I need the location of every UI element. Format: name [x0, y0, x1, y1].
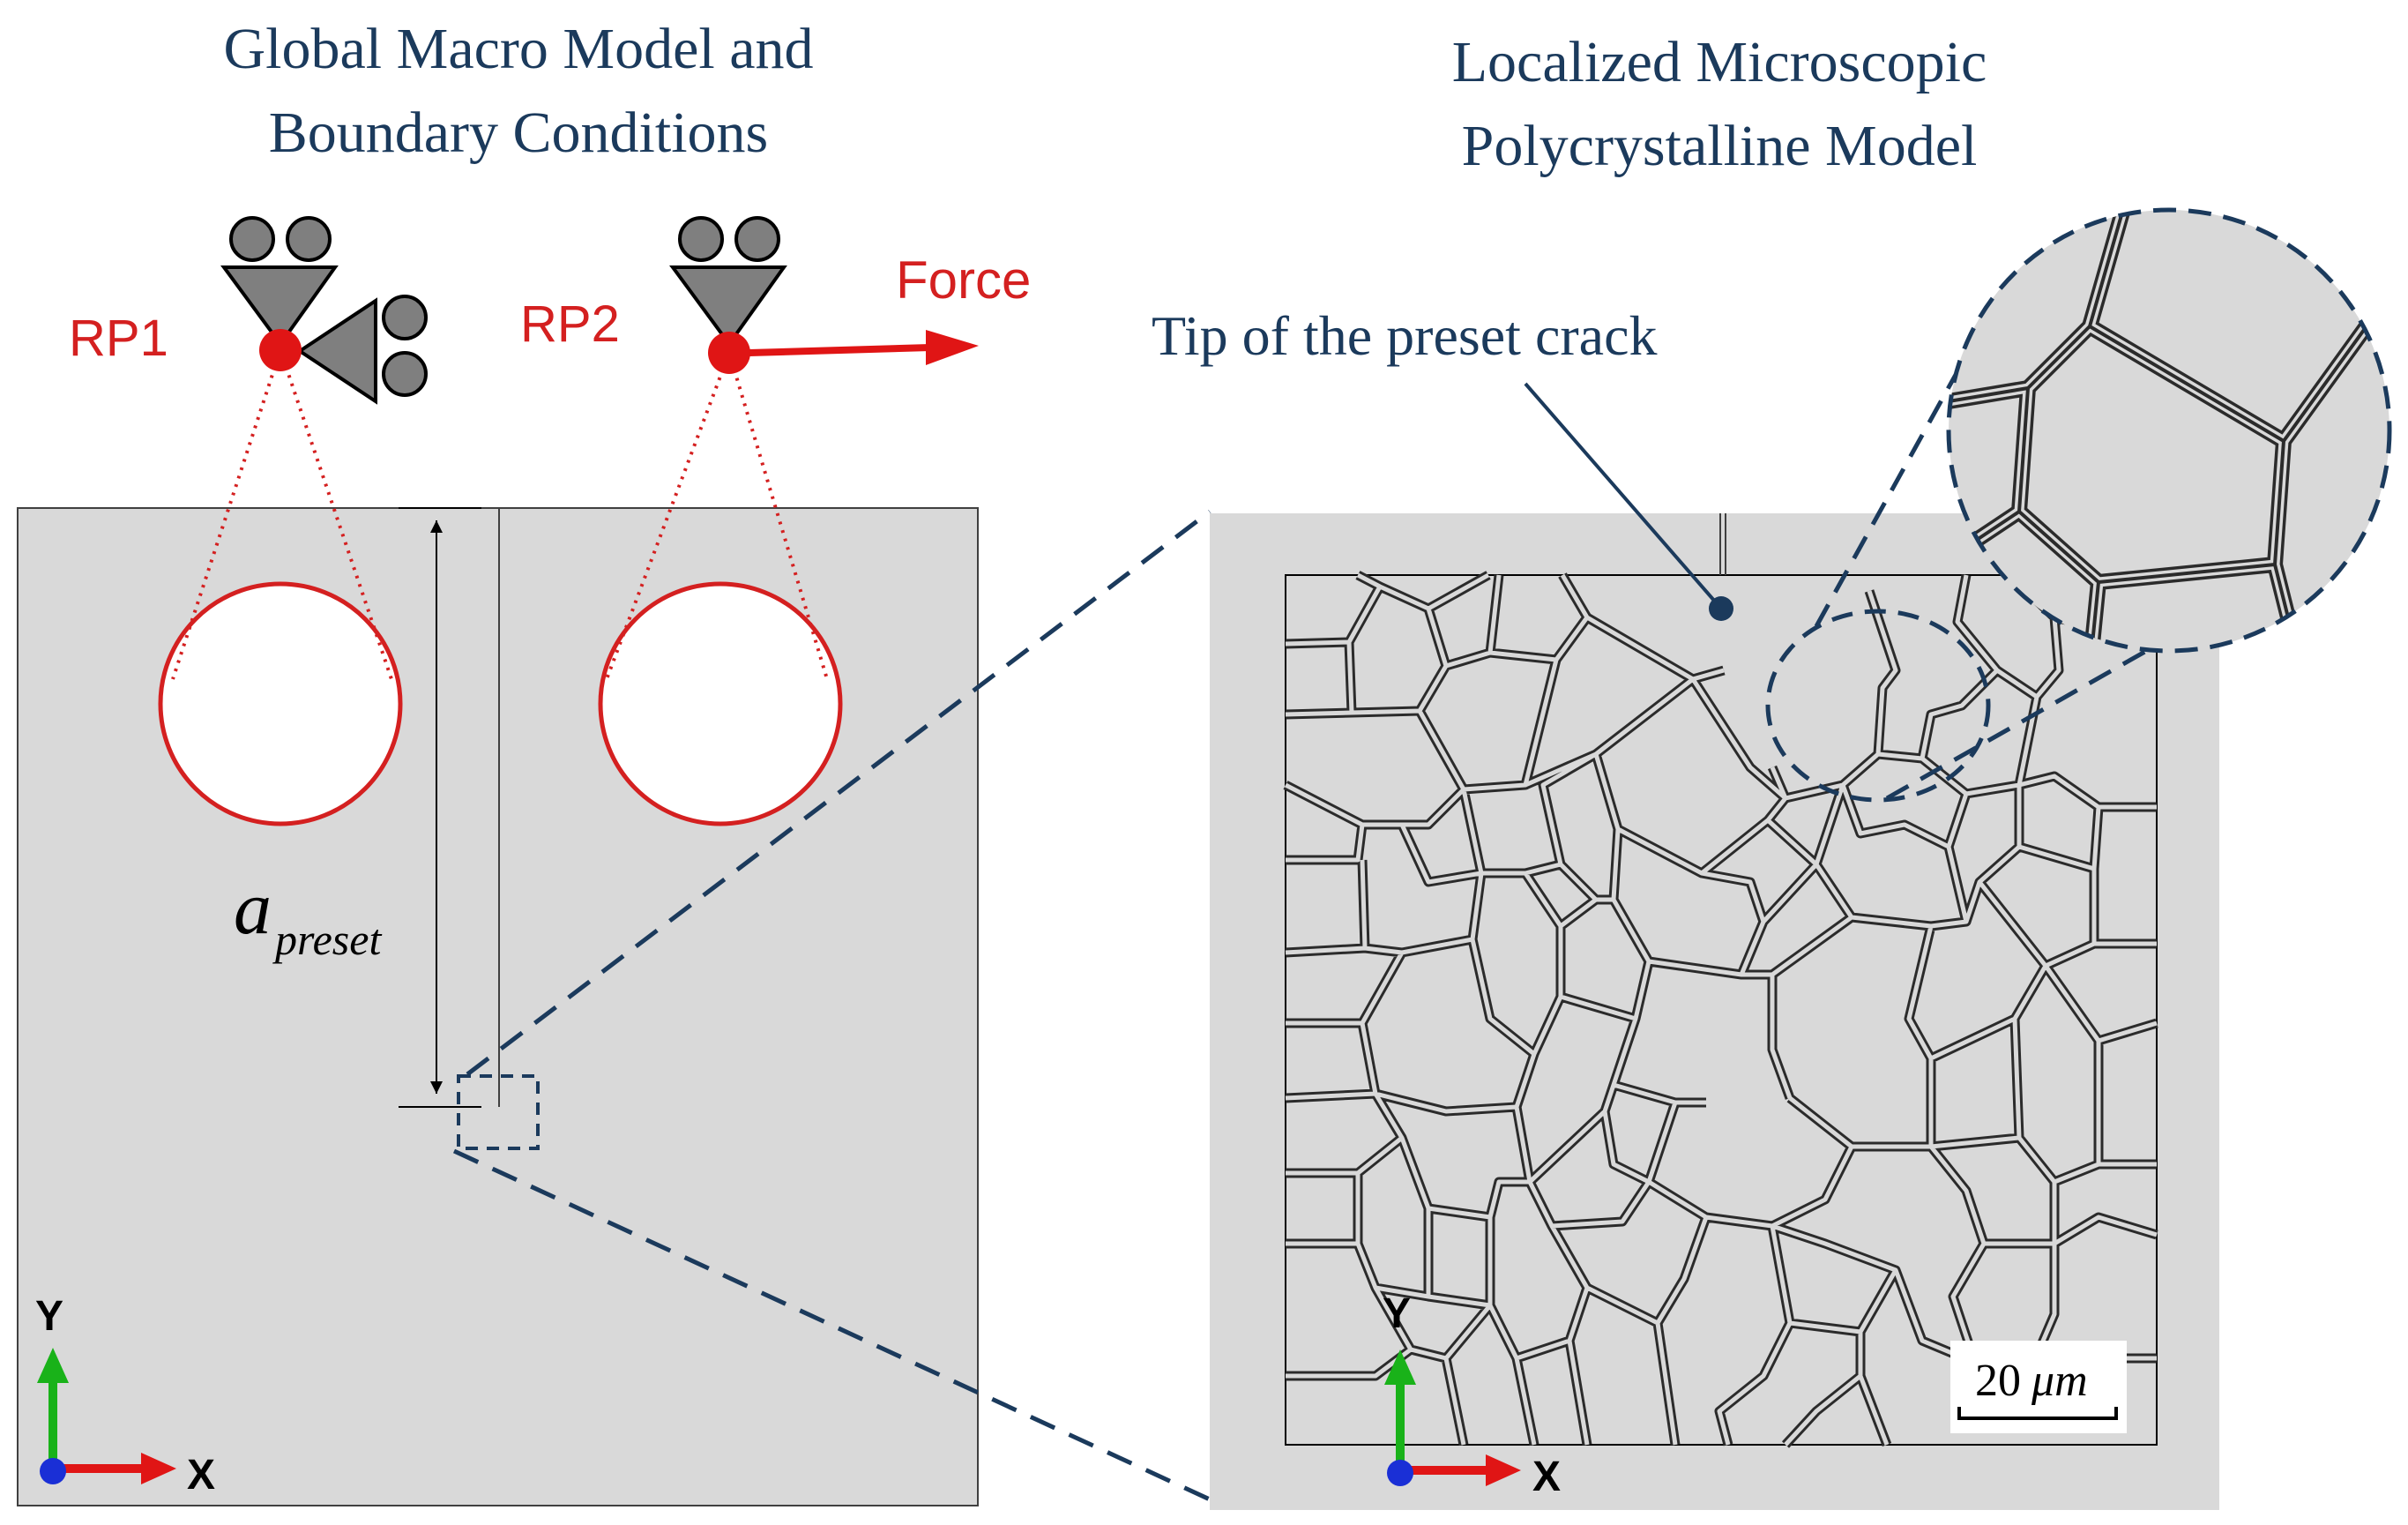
left-panel: Global Macro Model and Boundary Conditio… [17, 17, 1031, 1506]
macro-specimen-plate [17, 507, 979, 1506]
left-title-line1: Global Macro Model and [224, 17, 814, 81]
svg-text:Y: Y [1383, 1290, 1411, 1337]
rp2-support-icon [669, 216, 787, 348]
svg-text:X: X [1532, 1454, 1561, 1500]
rp1-point [259, 329, 302, 371]
rp1-support-icon [220, 216, 428, 405]
hole-left [158, 581, 403, 826]
svg-text:Y: Y [35, 1293, 63, 1340]
crack-length-label: apreset [234, 865, 382, 964]
svg-text:X: X [187, 1452, 215, 1499]
grain-magnifier-border [1946, 207, 2392, 654]
crack-tip-label: Tip of the preset crack [1152, 304, 1657, 367]
right-title-line2: Polycrystalline Model [1462, 114, 1978, 178]
rp2-point [708, 332, 750, 374]
hole-right [598, 581, 843, 826]
micro-preset-crack [1719, 513, 1726, 575]
grain-magnifier [1946, 207, 2392, 654]
zoom-connector-lines [452, 510, 1211, 1502]
right-title-line1: Localized Microscopic [1452, 30, 1987, 94]
axis-triad-left: Y X [35, 1293, 215, 1499]
crack-tip-marker [1709, 596, 1733, 621]
polycrystal-domain [1285, 574, 2158, 1446]
axis-triad-right: Y X [1383, 1290, 1561, 1500]
force-arrow [749, 330, 979, 365]
rp1-label: RP1 [69, 310, 168, 367]
zoom-region-box [457, 1074, 540, 1150]
coupling-lines [171, 349, 829, 680]
force-label: Force [896, 250, 1031, 310]
left-title-line2: Boundary Conditions [269, 101, 769, 165]
rp2-label: RP2 [520, 295, 620, 353]
grain-zoom-region [1765, 609, 1991, 803]
grain-boundaries [1286, 575, 2157, 1445]
right-panel: Localized Microscopic Polycrystalline Mo… [1152, 30, 2392, 1510]
crack-length-dimension [399, 507, 481, 1108]
crack-tip-callout-line [1524, 382, 1723, 610]
